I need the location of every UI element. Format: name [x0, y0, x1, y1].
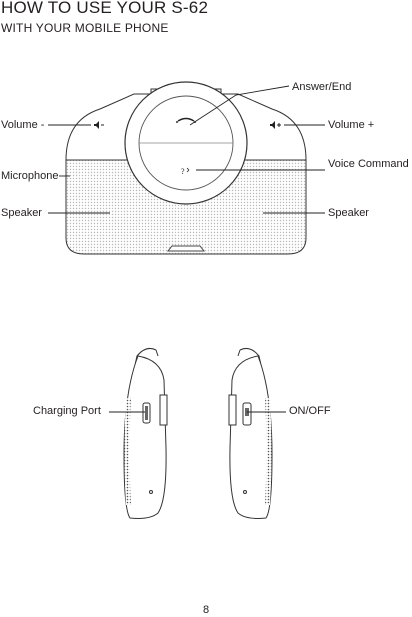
label-volume-minus: Volume -	[1, 119, 45, 131]
svg-text:?: ?	[181, 167, 185, 176]
side-device-right	[228, 348, 273, 519]
label-on-off: ON/OFF	[289, 405, 331, 417]
label-charging-port: Charging Port	[33, 405, 101, 417]
label-speaker-left: Speaker	[1, 207, 42, 219]
voice-command-icon: ?	[181, 167, 190, 176]
label-volume-plus: Volume +	[328, 119, 375, 131]
side-device-left	[123, 348, 168, 519]
front-leader-lines	[48, 85, 325, 214]
speaker-grille	[65, 159, 307, 255]
page-title: HOW TO USE YOUR S-62	[1, 0, 209, 17]
volume-down-icon	[94, 121, 104, 129]
volume-up-icon	[270, 121, 281, 129]
label-speaker-right: Speaker	[328, 207, 369, 219]
label-voice-command: Voice Command	[328, 158, 409, 170]
page-number: 8	[202, 604, 210, 616]
label-microphone: Microphone	[1, 170, 59, 182]
front-device	[65, 81, 307, 255]
page-subtitle: WITH YOUR MOBILE PHONE	[1, 21, 169, 35]
label-answer-end: Answer/End	[292, 81, 352, 93]
